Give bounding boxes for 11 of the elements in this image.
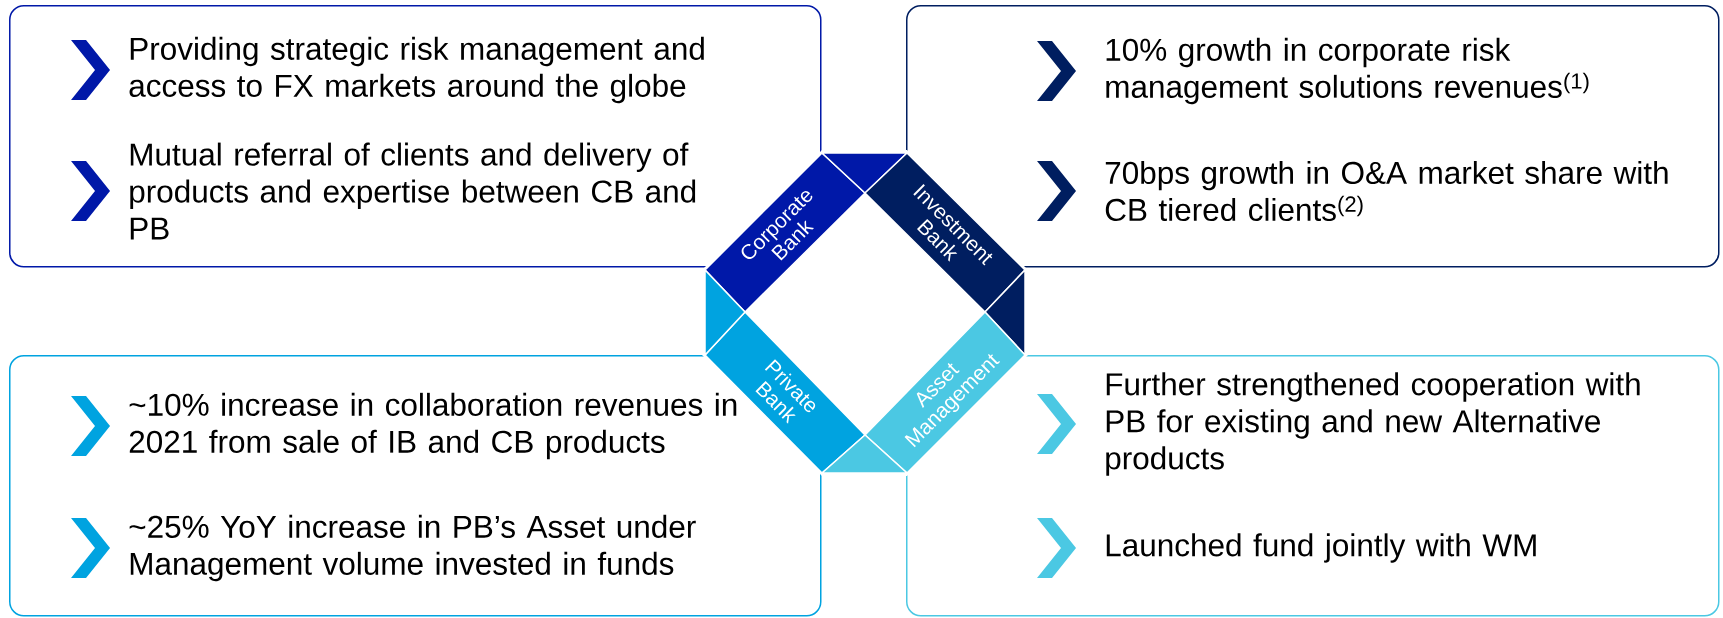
text-panel [9,355,822,617]
bullet-text: Mutual referral of clients and delivery of products and expertise between CB and PB [130,142,696,240]
bullet-text: Providing strategic risk management and access to FX markets around the globe [129,36,704,104]
bullet-text: ~25% YoY increase in PB’s Asset under Management volume invested in funds [129,514,696,582]
text-panel [9,5,822,268]
text-panel [906,355,1720,617]
bullet-text: 70bps growth in O&A market share with CB tiered clients$^{(2)}$ [1105,160,1668,222]
bullet-text: Launched fund jointly with WM [1106,533,1536,563]
bullet-text: 10% growth in corporate risk management solutions revenues$^{(1)}$ [1106,37,1589,105]
text-panel [906,5,1720,268]
bullet-text: Further strengthened cooperation with PB for existing and new Alternative products [1106,372,1640,476]
